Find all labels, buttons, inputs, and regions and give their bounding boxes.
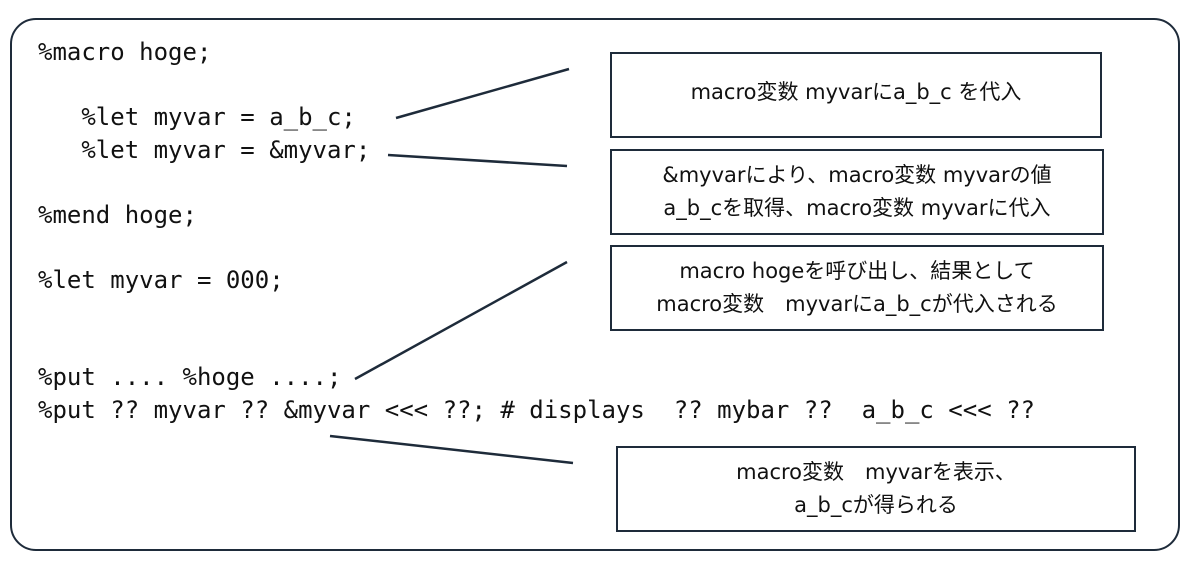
code-line: %let myvar = 000; [38,265,284,294]
annotation-text: macro変数 myvarにa_b_c を代入 [690,79,1022,104]
connector-line [354,260,568,381]
annotation-text: macro変数 myvarにa_b_cが代入される [656,292,1058,316]
code-line: %let myvar = &myvar; [38,135,371,164]
annotation-text: a_b_cを取得、macro変数 myvarに代入 [663,196,1051,220]
annotation-text: macro変数 myvarを表示、 [736,460,1016,484]
code-line: %macro hoge; [38,38,212,66]
annotation-box-call: macro hogeを呼び出し、結果として macro変数 myvarにa_b_… [610,245,1104,331]
connector-line [395,67,570,120]
annotation-text: a_b_cが得られる [794,493,958,517]
annotation-box-display: macro変数 myvarを表示、 a_b_cが得られる [616,446,1136,532]
code-line: %put ?? myvar ?? &myvar <<< ??; # displa… [38,395,1035,424]
connector-line [387,153,568,168]
code-line: %let myvar = a_b_c; [38,103,356,131]
diagram-frame [10,18,1180,551]
annotation-box-resolve: &myvarにより、macro変数 myvarの値 a_b_cを取得、macro… [610,149,1104,235]
annotation-box-assign: macro変数 myvarにa_b_c を代入 [610,52,1102,138]
connector-line [329,434,574,465]
code-line: %put .... %hoge ....; [38,363,342,391]
annotation-text: macro hogeを呼び出し、結果として [679,259,1035,283]
code-block: %macro hoge; %let myvar = a_b_c; %let my… [38,36,1035,426]
annotation-text: &myvarにより、macro変数 myvarの値 [662,163,1052,187]
code-line: %mend hoge; [38,200,197,229]
